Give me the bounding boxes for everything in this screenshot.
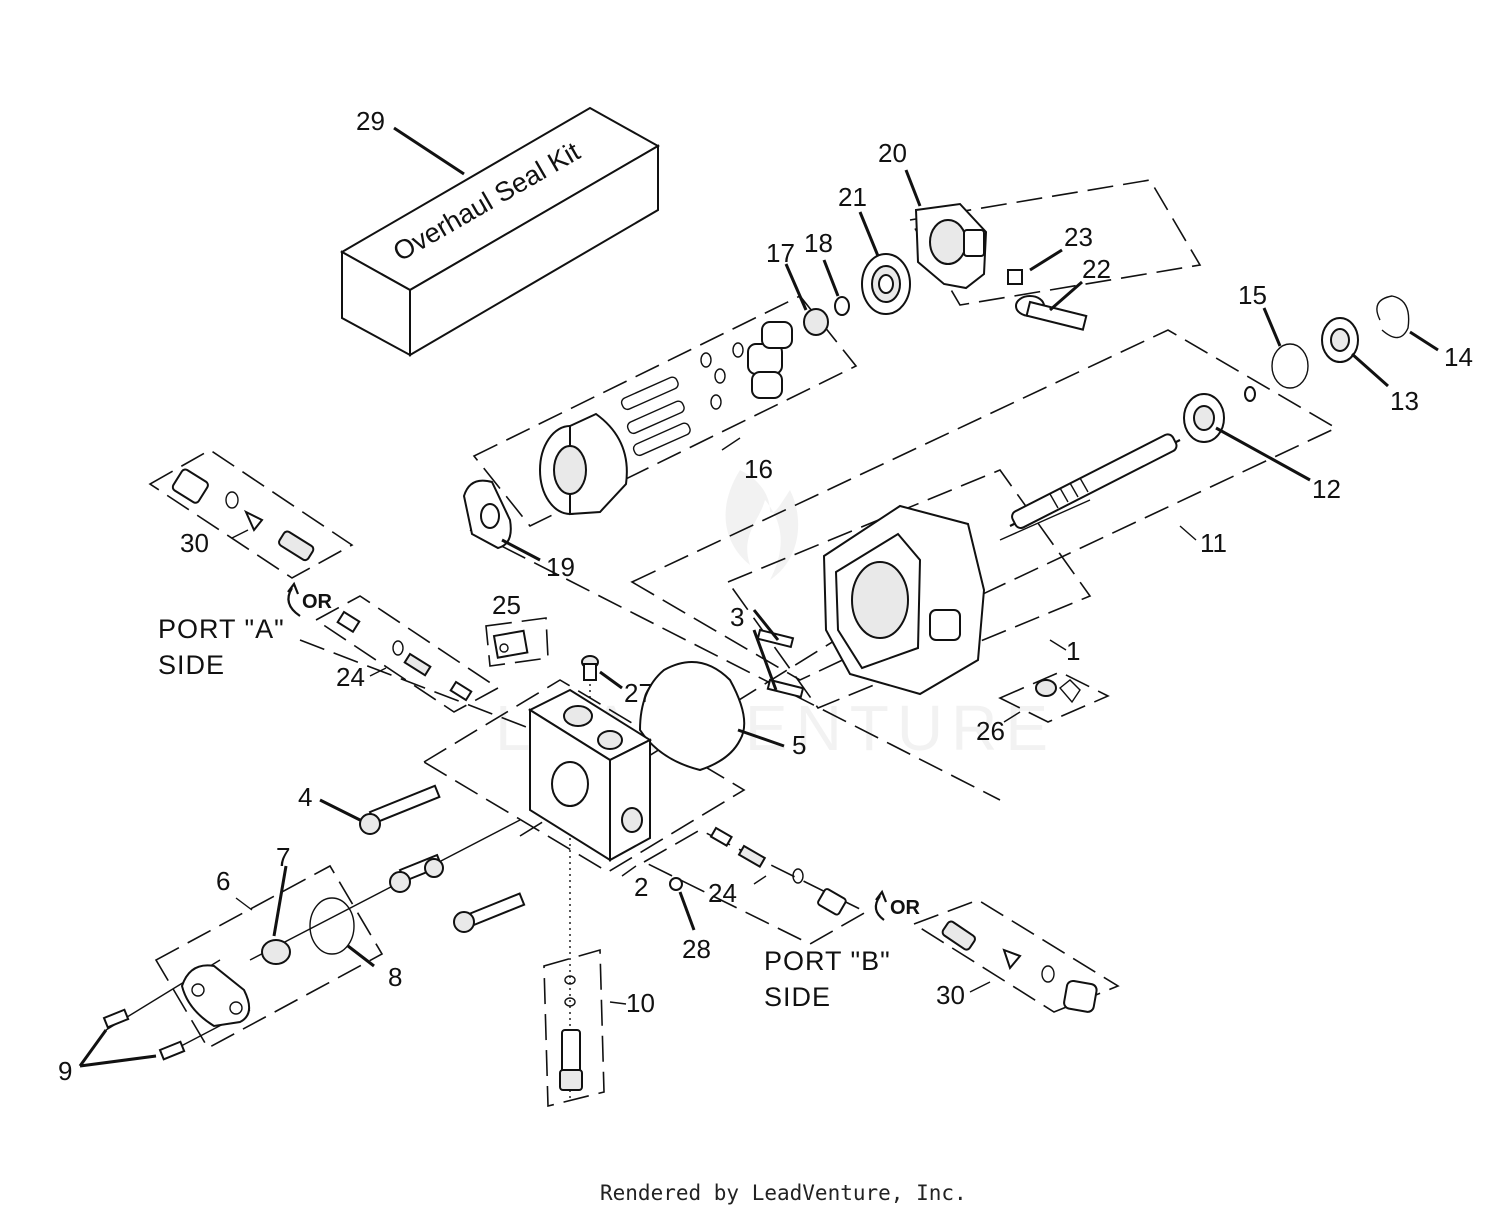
or-mark-a: OR [302, 591, 333, 613]
footer-credit: Rendered by LeadVenture, Inc. [600, 1181, 967, 1205]
check-valve-port-b [709, 826, 847, 916]
port-a-line1: PORT "A" [158, 614, 285, 644]
callout-30-port-b: 30 [936, 980, 965, 1010]
rotation-symbol-a: OR [287, 581, 333, 617]
plug-26 [1035, 679, 1081, 704]
callout-19: 19 [546, 552, 575, 582]
callout-17: 17 [766, 238, 795, 268]
snap-ring-14 [1376, 295, 1410, 339]
shaft-bearing [1183, 393, 1225, 443]
group-outlines [148, 179, 1338, 1108]
callout-5: 5 [792, 730, 806, 760]
seal-kit-box: Overhaul Seal Kit [339, 106, 661, 357]
callout-labels: 1 2 3 4 5 6 7 8 9 10 11 12 13 14 15 16 1… [58, 106, 1473, 1086]
callout-30-port-a: 30 [180, 528, 209, 558]
callout-9: 9 [58, 1056, 72, 1086]
retaining-ring-15 [1271, 343, 1309, 389]
or-mark-b: OR [890, 897, 921, 919]
port-b-line1: PORT "B" [764, 946, 891, 976]
valve-plate [462, 479, 512, 550]
dowel-pin-lower [766, 678, 805, 699]
callout-21: 21 [838, 182, 867, 212]
callout-23: 23 [1064, 222, 1093, 252]
charge-pump-cover [102, 897, 355, 1061]
input-shaft [1009, 433, 1181, 529]
callout-16: 16 [744, 454, 773, 484]
leader-arrows [78, 126, 1439, 1068]
callout-20: 20 [878, 138, 907, 168]
check-plate-25 [492, 629, 529, 659]
rotation-symbol-b: OR [874, 889, 921, 921]
callout-28: 28 [682, 934, 711, 964]
port-b-label: PORT "B" SIDE [764, 946, 891, 1012]
callout-25: 25 [492, 590, 521, 620]
callout-1: 1 [1066, 636, 1080, 666]
callout-6: 6 [216, 866, 230, 896]
callout-26: 26 [976, 716, 1005, 746]
washer-18 [834, 296, 850, 316]
callout-11: 11 [1200, 528, 1227, 558]
gasket [638, 661, 746, 772]
trunnion-pin [1007, 269, 1088, 331]
callout-24-port-b: 24 [708, 878, 737, 908]
lip-seal [1321, 317, 1359, 363]
callout-12: 12 [1312, 474, 1341, 504]
callout-2: 2 [634, 872, 648, 902]
cylinder-block-assembly [539, 321, 793, 516]
swashplate-bracket [914, 202, 988, 290]
callout-13: 13 [1390, 386, 1419, 416]
callout-27: 27 [624, 678, 653, 708]
callout-10: 10 [626, 988, 655, 1018]
nut-17 [803, 308, 829, 336]
plug-27 [581, 655, 599, 681]
callout-8: 8 [388, 962, 402, 992]
callout-18: 18 [804, 228, 833, 258]
callout-24-port-a: 24 [336, 662, 365, 692]
port-a-label: PORT "A" SIDE [158, 614, 285, 680]
callout-15: 15 [1238, 280, 1267, 310]
callout-3: 3 [730, 602, 744, 632]
port-b-line2: SIDE [764, 982, 831, 1012]
plug-28 [669, 877, 683, 891]
shaft-ring [1244, 386, 1256, 402]
center-section [527, 688, 653, 862]
relief-valve-port-a [171, 468, 315, 562]
thrust-bearing [861, 253, 911, 315]
relief-valve-port-b [941, 920, 1098, 1013]
callout-7: 7 [276, 842, 290, 872]
check-valve-port-a [336, 610, 473, 702]
pump-housing [822, 504, 986, 696]
port-a-line2: SIDE [158, 650, 225, 680]
callout-22: 22 [1082, 254, 1111, 284]
callout-14: 14 [1444, 342, 1473, 372]
bolts [359, 784, 526, 933]
callout-29: 29 [356, 106, 385, 136]
callout-4: 4 [298, 782, 312, 812]
bypass-valve [559, 975, 583, 1091]
